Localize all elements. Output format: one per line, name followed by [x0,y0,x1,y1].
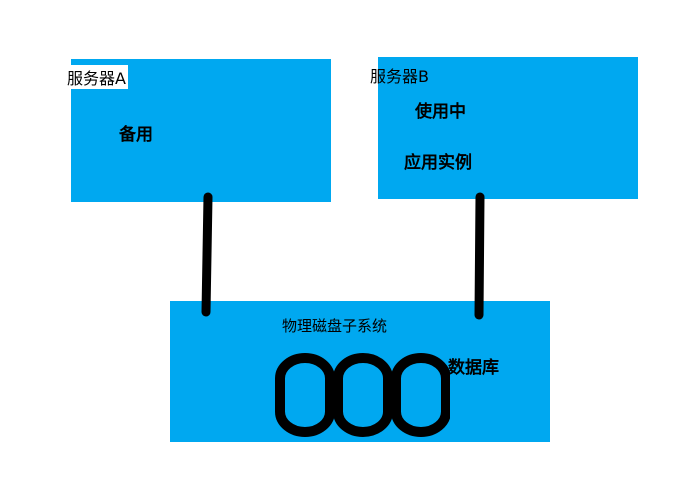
disk-icon [275,353,335,437]
connector-line-server-b [474,192,485,320]
disk-subsystem-box: 物理磁盘子系统 数据库 [170,301,550,442]
database-label: 数据库 [448,358,499,378]
disk-icon [333,353,393,437]
server-b-box: 服务器B 使用中 应用实例 [370,57,638,199]
server-b-title: 服务器B [370,67,429,86]
server-b-status: 使用中 [415,102,466,122]
server-a-title: 服务器A [67,65,128,89]
connector-line-server-a [201,192,213,317]
server-a-box: 服务器A 备用 [67,59,331,202]
disk-group [275,353,450,437]
server-b-app-instance: 应用实例 [404,153,472,173]
server-a-status: 备用 [119,125,153,145]
disk-icon [391,353,450,437]
disk-subsystem-title: 物理磁盘子系统 [282,317,388,335]
